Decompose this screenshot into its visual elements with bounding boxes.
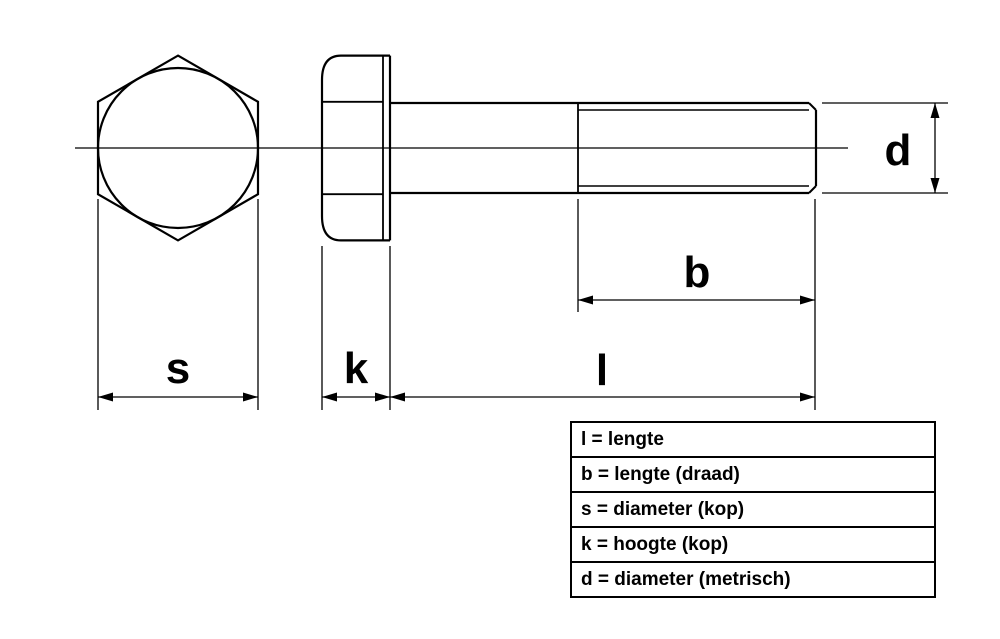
dimension-b-arrow-left (578, 295, 593, 305)
legend-row-k: k = hoogte (kop) (572, 528, 934, 563)
dimension-d-arrow-top (930, 103, 940, 118)
dimension-b-label: b (684, 248, 711, 297)
dimension-k-arrow-left (322, 392, 337, 402)
dimension-d-arrow-bottom (930, 178, 940, 193)
dimension-k-label: k (344, 344, 369, 393)
dimension-l-arrow-left (390, 392, 405, 402)
bolt-head-front-hexagon (96, 54, 260, 242)
dimension-l-label: l (596, 346, 608, 395)
dimension-l-arrow-right (800, 392, 815, 402)
bolt-head-front-circle (96, 66, 260, 230)
dimension-s-arrow-left (98, 392, 113, 402)
dimension-s-arrow-right (243, 392, 258, 402)
dimension-k-arrow-right (375, 392, 390, 402)
legend-row-b: b = lengte (draad) (572, 458, 934, 493)
legend-row-s: s = diameter (kop) (572, 493, 934, 528)
bolt-end-chamfer-bottom (808, 185, 817, 194)
dimension-b-arrow-right (800, 295, 815, 305)
dimension-l: l (390, 199, 816, 410)
dimension-s: s (97, 199, 259, 410)
dimension-k: k (321, 246, 391, 410)
dimension-s-label: s (166, 344, 190, 393)
dimension-b: b (577, 199, 815, 312)
bolt-head-side-outline (320, 54, 390, 242)
legend-row-d: d = diameter (metrisch) (581, 569, 791, 590)
dimension-d: d (822, 102, 948, 194)
bolt-end-chamfer-top (808, 102, 817, 111)
legend-table: l = lengte b = lengte (draad) s = diamet… (570, 421, 936, 598)
legend-row-l: l = lengte (572, 423, 934, 458)
dimension-d-label: d (885, 126, 912, 175)
